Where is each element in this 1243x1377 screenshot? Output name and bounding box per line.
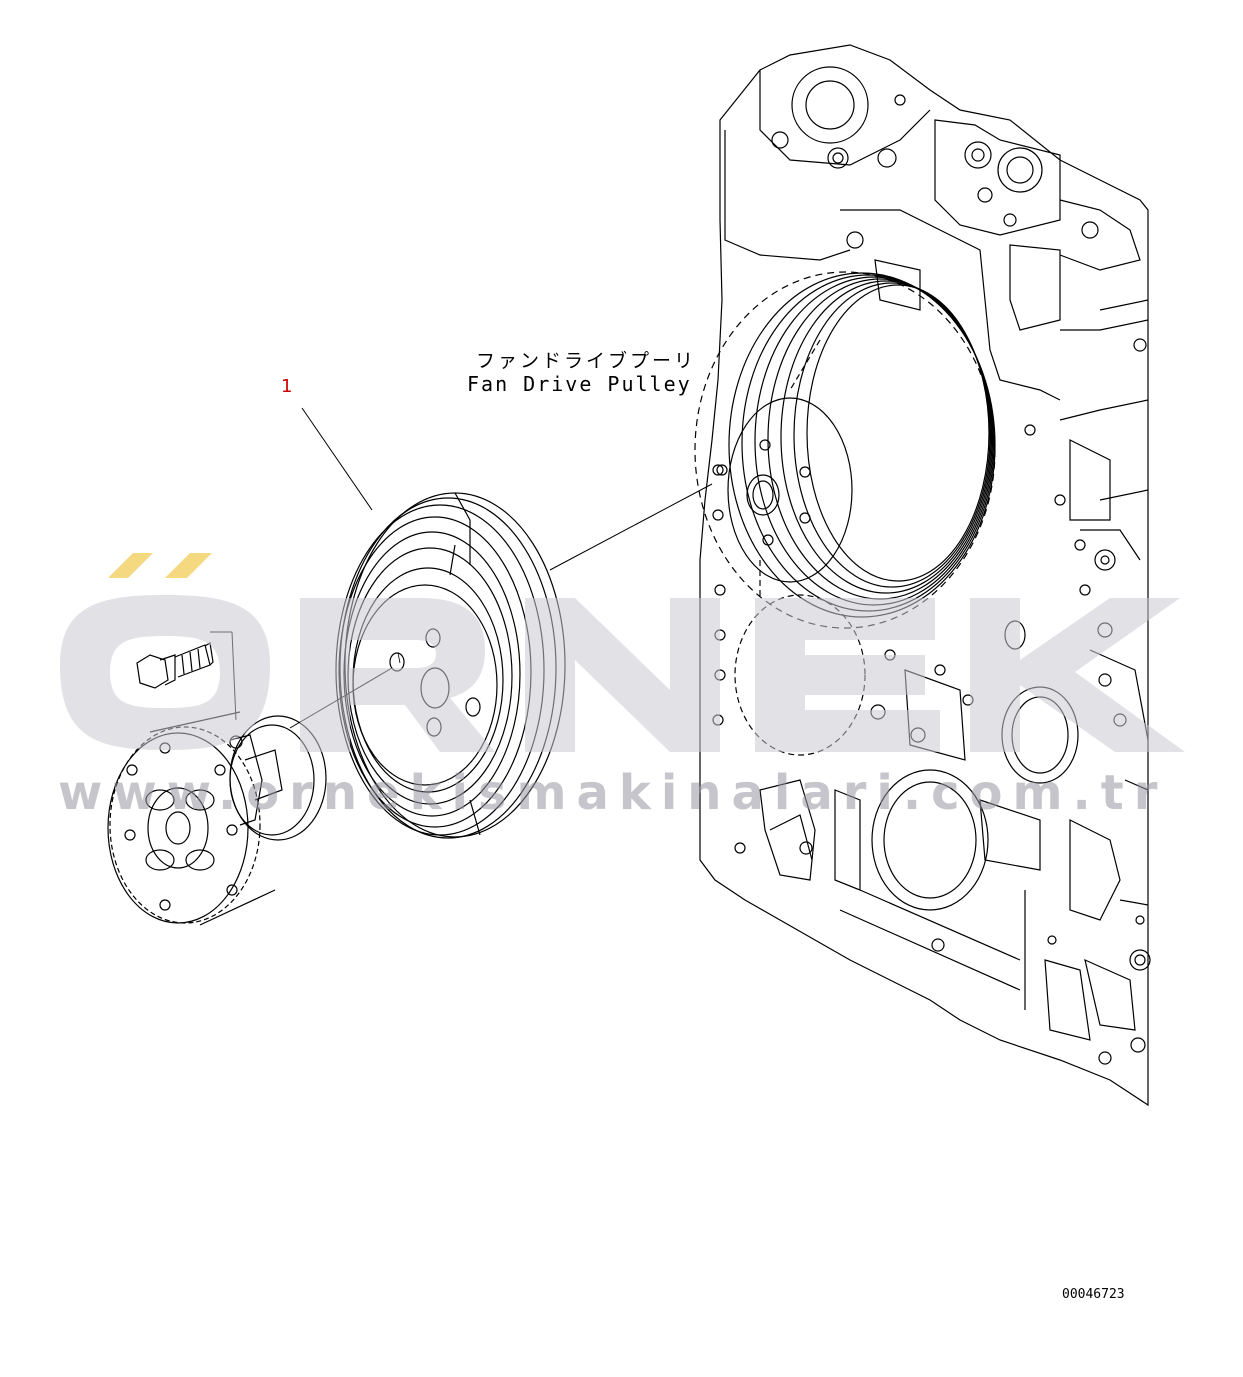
engine-block (699, 44, 1151, 1107)
callout-label-english: Fan Drive Pulley (467, 372, 692, 396)
callout-label-japanese: ファンドライブプーリ (476, 350, 697, 372)
part-number-callout: 1 (281, 376, 293, 397)
drawing-number: 00046723 (1062, 1287, 1125, 1302)
watermark-url: www.ornekismakinalari.com.tr (58, 765, 1168, 821)
installed-pulley (694, 271, 996, 629)
flange-bolt (136, 642, 214, 689)
watermark-logo (60, 553, 1185, 752)
crankshaft-damper-hub (107, 711, 327, 926)
